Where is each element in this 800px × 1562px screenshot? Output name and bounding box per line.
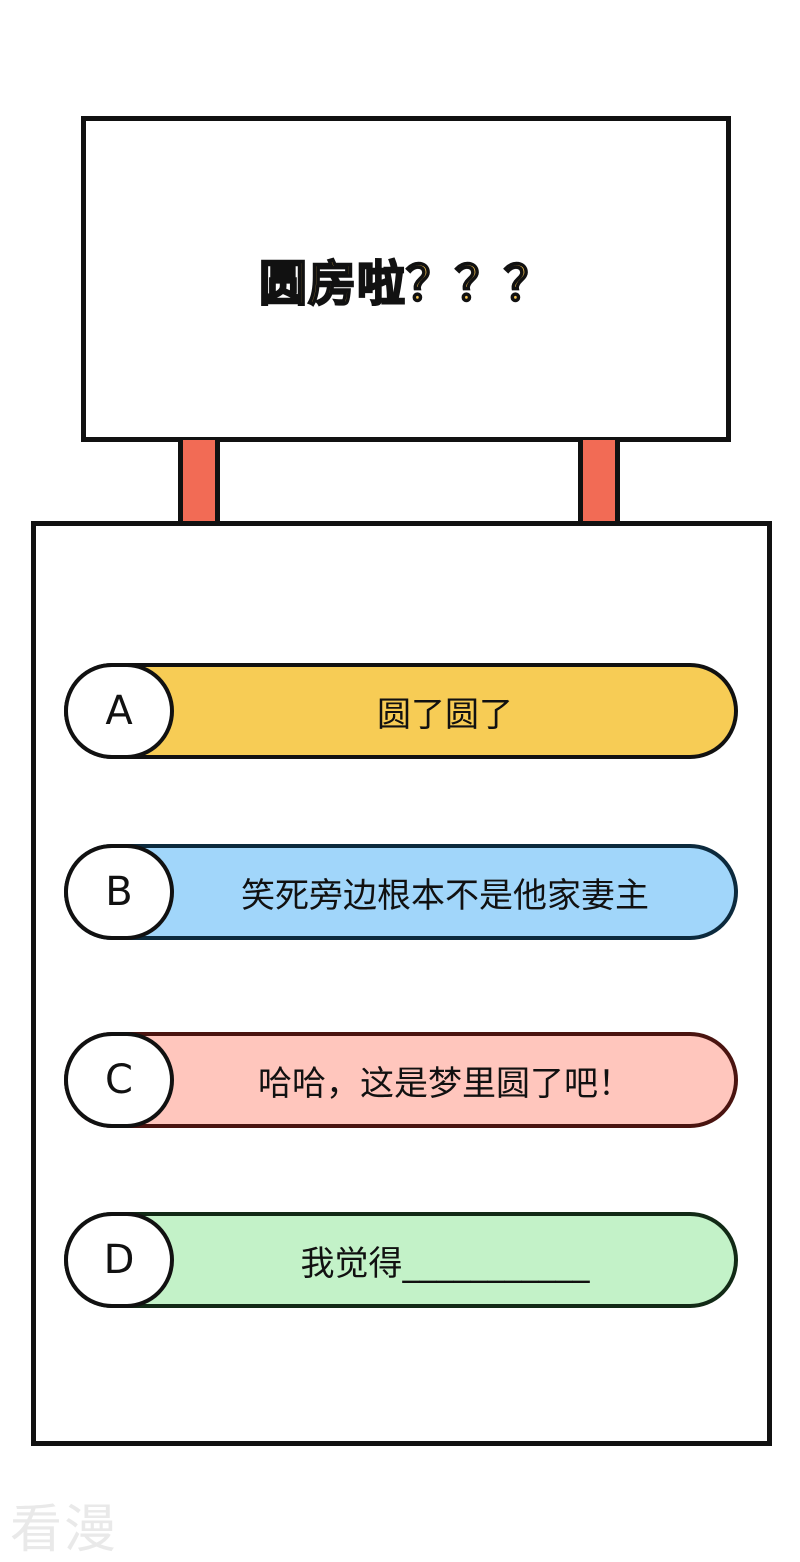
- option-a[interactable]: 圆了圆了 A: [64, 663, 738, 759]
- option-b-letter: B: [64, 844, 174, 940]
- option-a-letter: A: [64, 663, 174, 759]
- option-c-letter: C: [64, 1032, 174, 1128]
- question-title: 圆房啦？？？: [258, 255, 553, 313]
- option-d-text: 我觉得___________: [300, 1243, 590, 1284]
- option-c-text: 哈哈，这是梦里圆了吧！: [258, 1063, 632, 1104]
- watermark-logo: 看漫: [10, 1500, 119, 1560]
- option-d-letter: D: [64, 1212, 174, 1308]
- option-d[interactable]: 我觉得___________ D: [64, 1212, 738, 1308]
- option-a-text: 圆了圆了: [377, 694, 513, 735]
- option-c[interactable]: 哈哈，这是梦里圆了吧！ C: [64, 1032, 738, 1128]
- option-b[interactable]: 笑死旁边根本不是他家妻主 B: [64, 844, 738, 940]
- sign-post-left: [178, 440, 220, 526]
- question-sign: 圆房啦？？？: [81, 116, 731, 442]
- option-b-text: 笑死旁边根本不是他家妻主: [241, 875, 649, 916]
- sign-post-right: [578, 440, 620, 526]
